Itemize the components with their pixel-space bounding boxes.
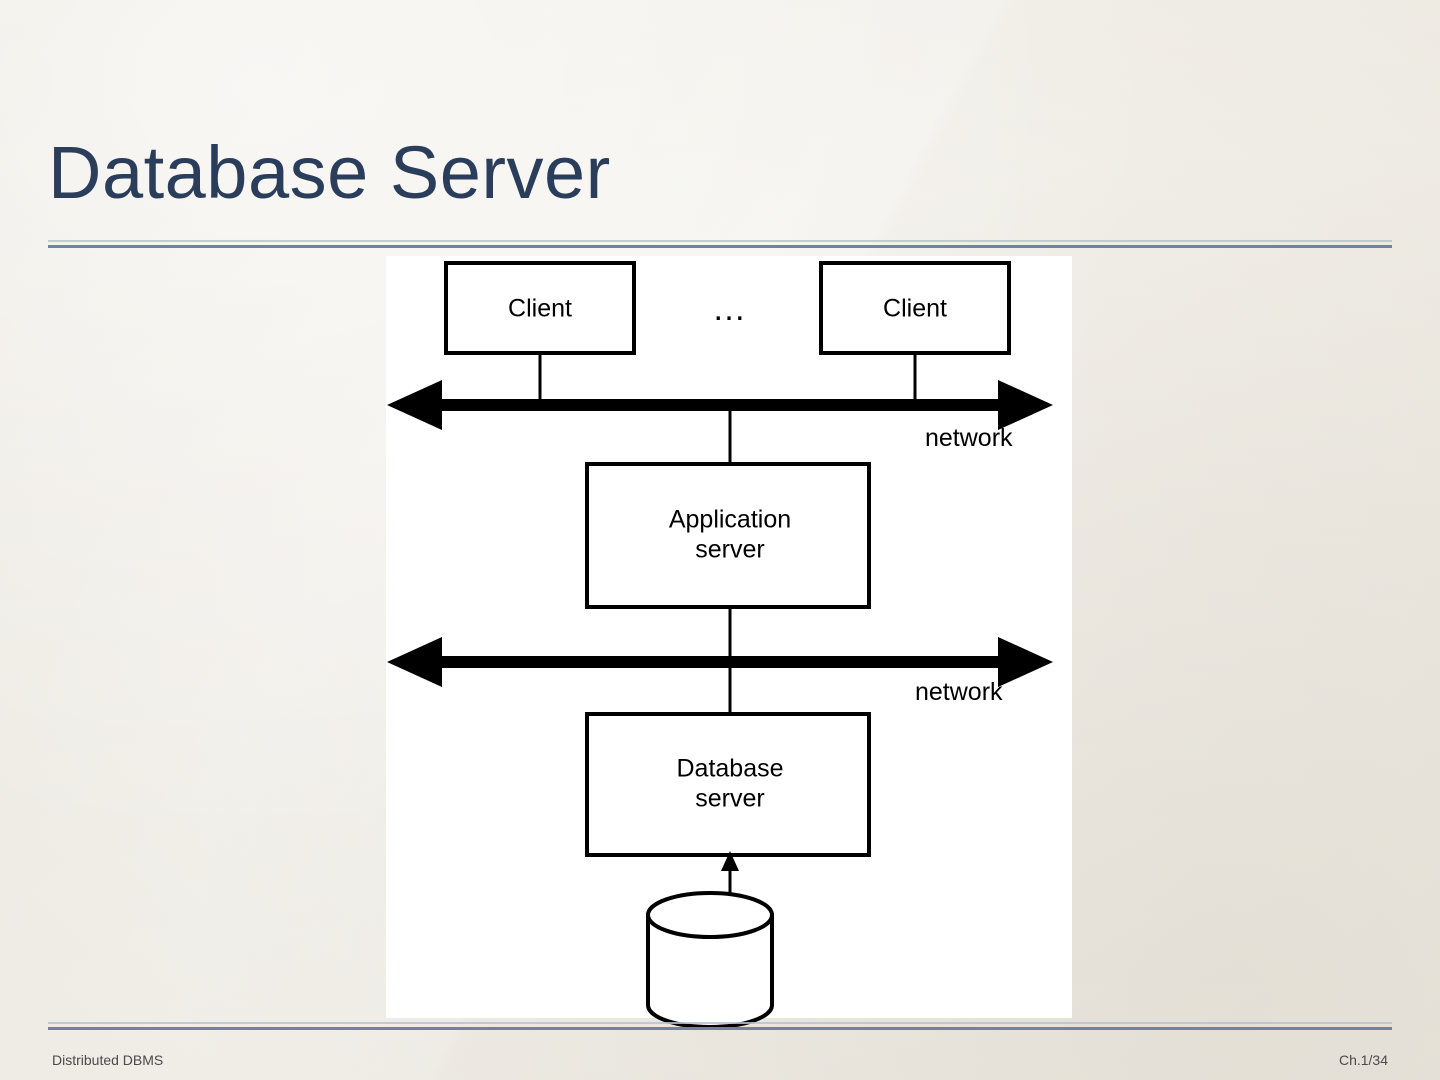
footer-divider-thick-line xyxy=(48,1027,1392,1030)
database-server-node[interactable]: Database server xyxy=(585,712,871,857)
divider-thin-line xyxy=(48,240,1392,242)
application-server-node[interactable]: Application server xyxy=(585,462,871,609)
network-bus-top: network xyxy=(387,380,1053,452)
title-divider-rule xyxy=(48,240,1392,248)
application-server-label-line1: Application xyxy=(669,506,791,534)
clients-ellipsis: … xyxy=(712,290,748,328)
application-server-label-line2: server xyxy=(695,536,764,564)
network-bus-top-label: network xyxy=(925,424,1013,452)
client-left-node[interactable]: Client xyxy=(444,261,636,355)
database-server-label-line1: Database xyxy=(676,755,783,783)
client-right-node[interactable]: Client xyxy=(819,261,1011,355)
network-bus-top-arrow xyxy=(387,380,1053,430)
database-server-architecture-diagram: Client … Client network Application serv… xyxy=(387,261,1053,1029)
network-bus-bottom: network xyxy=(387,637,1053,706)
client-right-label: Client xyxy=(883,295,947,323)
cylinder-top-ellipse xyxy=(646,891,774,939)
footer-right-text: Ch.1/34 xyxy=(1338,1052,1388,1068)
client-left-label: Client xyxy=(508,295,572,323)
footer-left-text: Distributed DBMS xyxy=(52,1052,164,1068)
page-title: Database Server xyxy=(48,130,611,214)
footer-divider-thin-line xyxy=(48,1022,1392,1024)
data-store-cylinder-icon xyxy=(646,891,774,1029)
database-server-label-line2: server xyxy=(695,785,764,813)
divider-thick-line xyxy=(48,245,1392,248)
network-bus-bottom-label: network xyxy=(915,678,1003,706)
footer-divider-rule xyxy=(48,1022,1392,1030)
